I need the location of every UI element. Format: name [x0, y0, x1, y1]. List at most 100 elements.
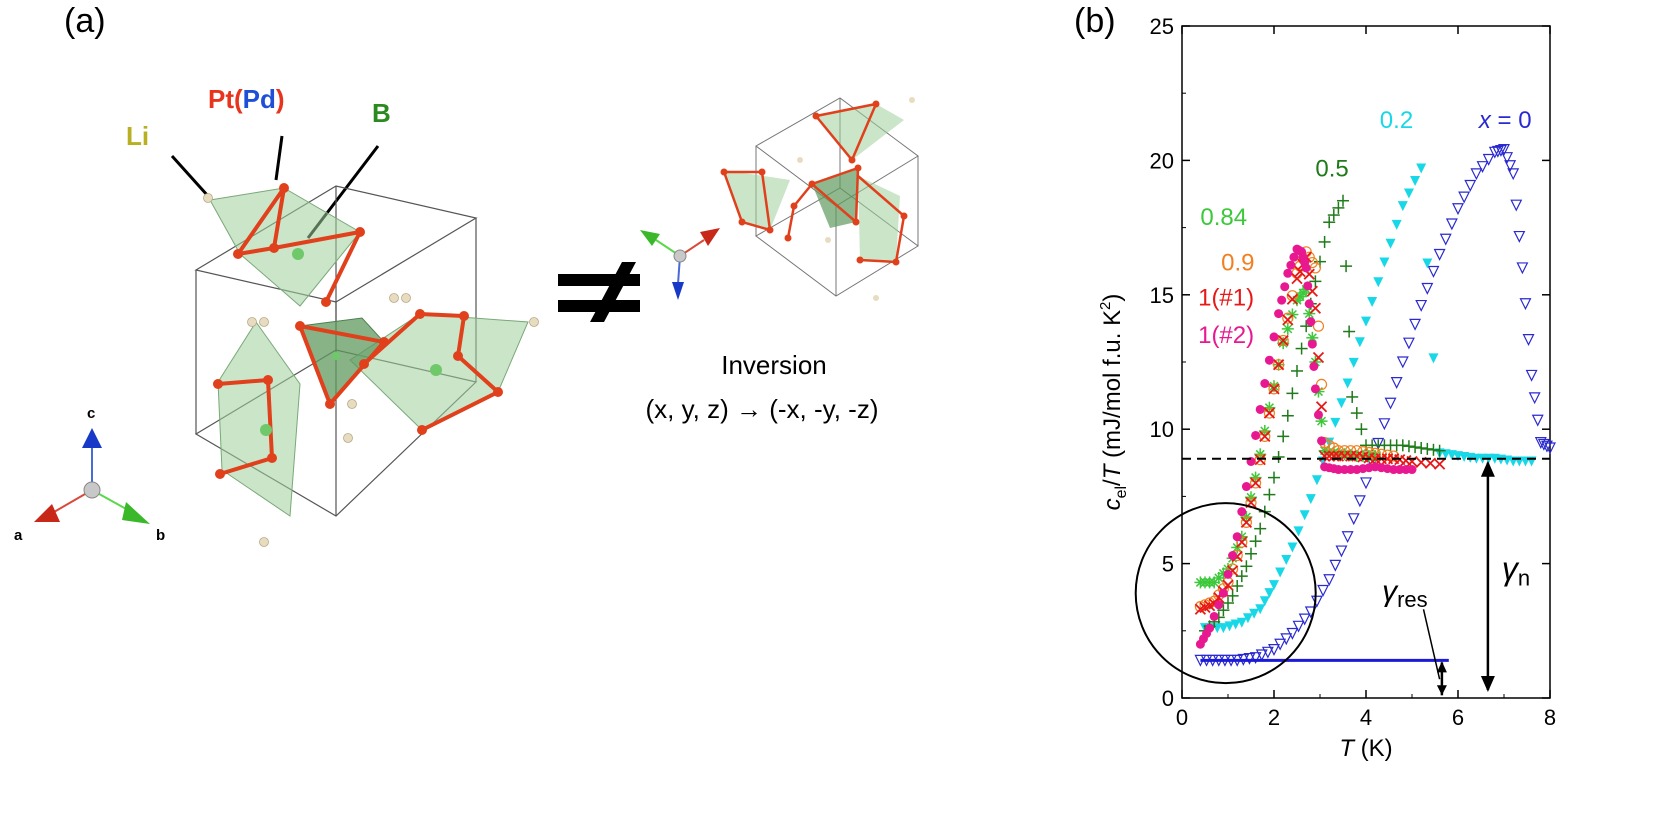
gamma-res-arrowhead-top	[1436, 661, 1447, 673]
data-point-x1-2	[1232, 532, 1242, 542]
data-point-x1-2	[1269, 332, 1279, 342]
data-point-x0.5	[1409, 441, 1422, 454]
data-point-x0	[1445, 218, 1458, 231]
data-point-x0.5	[1245, 547, 1257, 560]
data-point-x0	[1513, 230, 1526, 243]
data-point-x0.5	[1415, 442, 1428, 455]
data-point-x1-1	[1291, 273, 1303, 285]
data-point-x1-1	[1259, 430, 1271, 443]
data-point-x0	[1427, 265, 1440, 278]
y-axis-label: cel/T (mJ/mol f.u. K2)	[1097, 294, 1130, 511]
data-point-x0.2	[1218, 623, 1229, 634]
data-point-x0	[1507, 168, 1520, 181]
data-point-x0	[1353, 495, 1366, 508]
data-point-x0.9	[1277, 334, 1289, 347]
data-point-x1-1	[1268, 383, 1280, 395]
data-point-x0	[1347, 513, 1360, 526]
data-point-x0.2	[1224, 621, 1235, 632]
data-point-x0.5	[1427, 443, 1440, 456]
data-point-x0	[1421, 282, 1434, 295]
unit-cell-small-inverted	[720, 97, 919, 301]
data-point-x0.5	[1231, 580, 1244, 592]
series-x-0	[1194, 144, 1556, 667]
crystal-structure-figure: Li Pt(Pd) B	[14, 84, 919, 547]
data-point-x0.5	[1318, 235, 1331, 248]
data-point-x0	[1317, 584, 1330, 597]
data-point-x0	[1504, 160, 1517, 173]
data-point-x0.2	[1236, 617, 1247, 628]
data-point-x1-2	[1277, 295, 1287, 305]
data-point-x1-2	[1260, 379, 1270, 389]
data-point-x0	[1335, 545, 1348, 558]
data-point-x0	[1540, 440, 1553, 453]
data-point-x0.5	[1235, 570, 1248, 583]
gamma-res-label: γres	[1382, 575, 1428, 612]
data-point-x1-1	[1433, 458, 1446, 470]
data-point-x1-1	[1249, 477, 1262, 489]
data-point-x1-2	[1237, 507, 1247, 517]
series-1-2-	[1195, 244, 1417, 649]
gamma-n-arrowhead-bottom	[1480, 675, 1495, 692]
data-point-x0.2	[1311, 475, 1322, 486]
data-point-x0.5	[1222, 597, 1234, 610]
data-point-x1-2	[1303, 281, 1313, 291]
data-point-x0	[1243, 652, 1256, 665]
data-point-x0.9	[1227, 563, 1239, 575]
data-point-x0	[1298, 613, 1311, 626]
data-point-x0.2	[1255, 604, 1266, 615]
data-point-x0	[1516, 262, 1529, 275]
data-point-x1-1	[1286, 293, 1299, 305]
gamma-n-arrowhead-top	[1480, 460, 1495, 477]
data-point-x1-2	[1205, 623, 1215, 633]
data-point-x0.9	[1282, 312, 1294, 324]
data-point-x0	[1544, 442, 1556, 455]
data-point-x0.2	[1299, 510, 1310, 521]
data-point-x0	[1286, 627, 1299, 640]
x-tick-label: 4	[1360, 705, 1372, 730]
x-tick-label: 6	[1452, 705, 1464, 730]
data-point-x0.5	[1433, 444, 1446, 457]
data-point-x0.9	[1273, 359, 1285, 371]
data-point-x0.5	[1263, 488, 1276, 501]
data-point-x0.2	[1391, 219, 1402, 230]
data-point-x0.2	[1422, 258, 1433, 269]
data-point-x0.2	[1410, 176, 1421, 187]
data-point-x1-2	[1251, 430, 1261, 440]
data-point-x0	[1482, 153, 1495, 166]
data-point-x0	[1476, 161, 1489, 174]
data-point-x0.2	[1249, 608, 1260, 619]
data-point-x0.2	[1264, 588, 1275, 599]
data-point-x0.9	[1268, 383, 1280, 395]
data-point-x0.9	[1263, 407, 1275, 419]
data-point-x0.2	[1259, 596, 1270, 607]
data-point-x0	[1372, 437, 1385, 450]
data-point-x1-1	[1315, 401, 1328, 413]
data-point-x0.2	[1379, 257, 1390, 268]
data-point-x0.2	[1281, 555, 1292, 566]
data-point-x1-1	[1282, 314, 1294, 326]
data-point-x0.5	[1309, 275, 1322, 288]
data-point-x1-2	[1301, 263, 1311, 273]
data-point-x0.5	[1340, 260, 1353, 273]
data-point-x1-2	[1286, 260, 1296, 270]
data-point-x0	[1488, 146, 1501, 159]
data-point-x0.5	[1268, 471, 1280, 484]
data-point-x0.84	[1268, 380, 1280, 393]
axis-triad-large: c a b	[14, 405, 165, 544]
data-point-x0.5	[1249, 535, 1262, 548]
data-point-x0.9	[1315, 378, 1328, 390]
data-point-x0.2	[1397, 201, 1408, 212]
data-point-x1-2	[1309, 361, 1319, 371]
series-label: 0.2	[1380, 107, 1413, 134]
data-point-x0.5	[1332, 201, 1345, 214]
data-point-x0	[1360, 477, 1372, 490]
inversion-mapping: (x, y, z) → (-x, -y, -z)	[646, 394, 879, 424]
data-point-x0.5	[1421, 442, 1434, 455]
data-point-x0.2	[1275, 567, 1286, 578]
data-point-x1-2	[1209, 611, 1219, 621]
data-point-x0.9	[1388, 450, 1400, 462]
series-label: 0.5	[1315, 156, 1348, 183]
data-point-x0	[1268, 644, 1280, 656]
pt-pd-label: Pt(Pd)	[208, 84, 285, 114]
data-point-x1-2	[1214, 600, 1224, 610]
